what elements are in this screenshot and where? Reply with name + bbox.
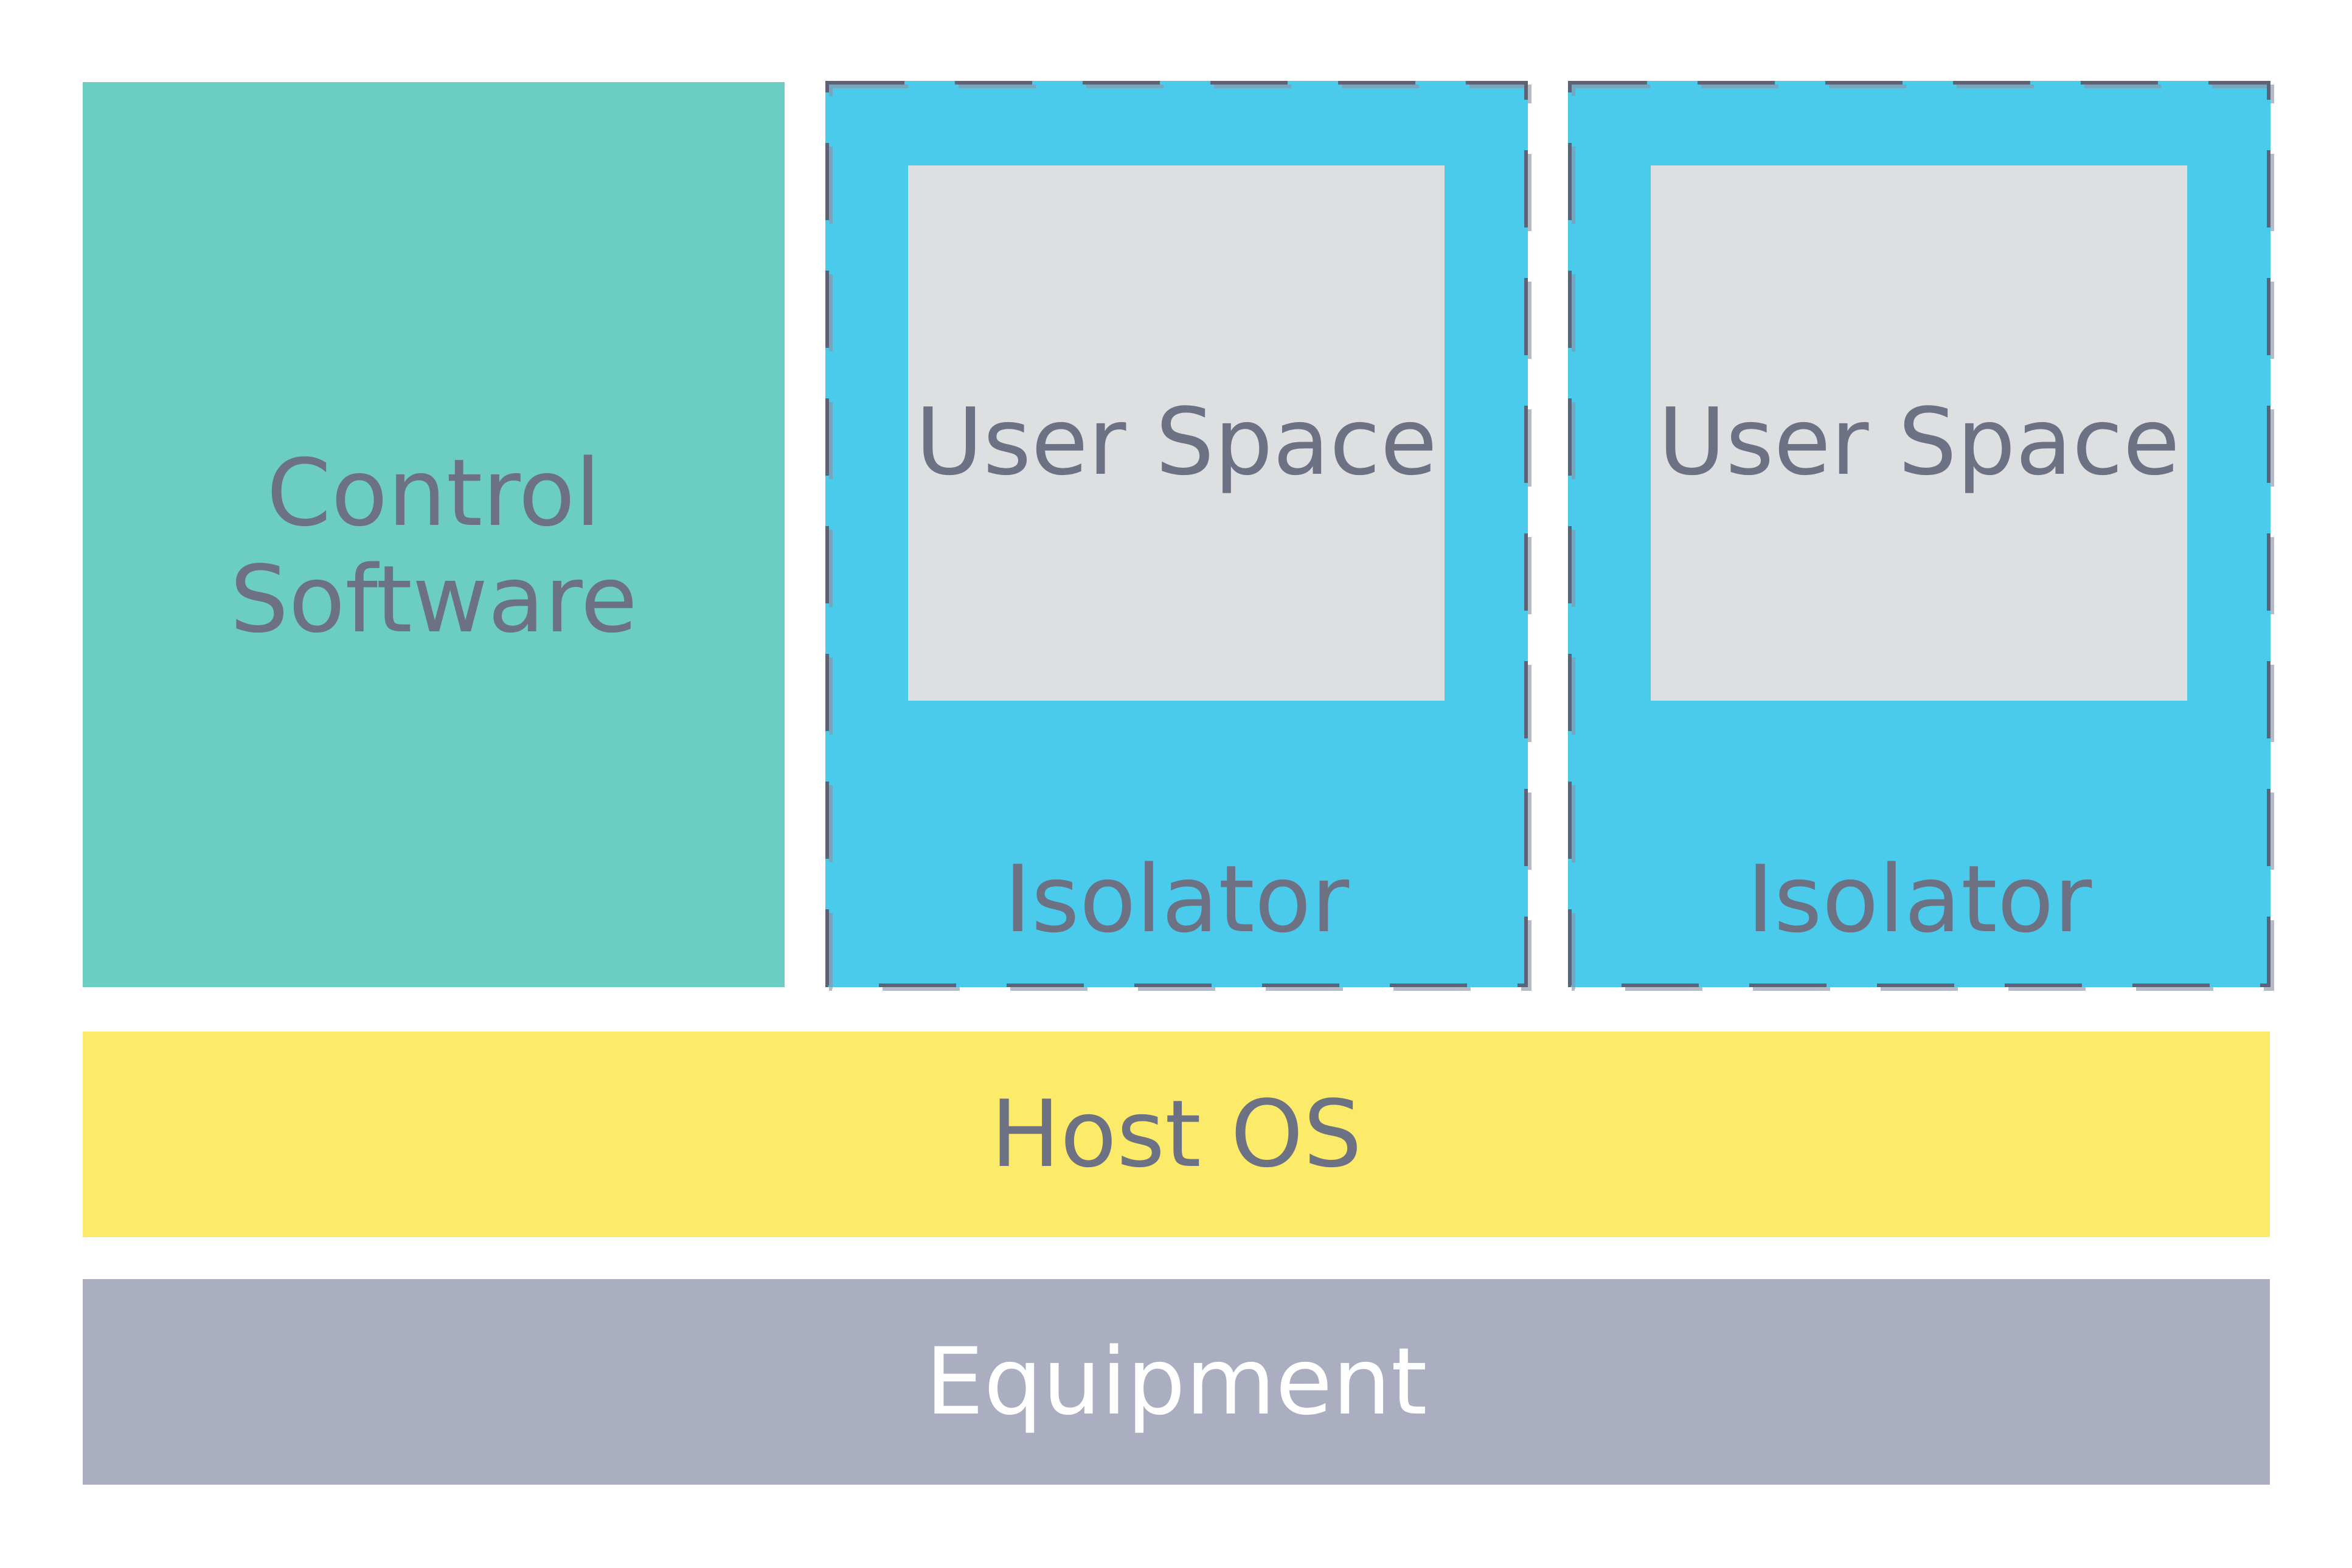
isolator-label-1: Isolator xyxy=(1004,845,1350,954)
user-space-label-2: User Space xyxy=(1658,387,2180,496)
user-space-box-1: User Space xyxy=(908,165,1445,701)
isolator-box-1: User Space Isolator xyxy=(825,81,1532,991)
equipment-label: Equipment xyxy=(925,1327,1428,1435)
host-os-label: Host OS xyxy=(990,1080,1362,1188)
host-os-bar: Host OS xyxy=(83,1032,2270,1237)
user-space-box-2: User Space xyxy=(1651,165,2187,701)
user-space-label-1: User Space xyxy=(915,387,1437,496)
control-software-label: Control Software xyxy=(229,439,638,653)
control-software-box: Control Software xyxy=(83,82,785,987)
isolator-box-2: User Space Isolator xyxy=(1568,81,2274,991)
isolator-label-2: Isolator xyxy=(1746,845,2092,954)
equipment-bar: Equipment xyxy=(83,1279,2270,1485)
